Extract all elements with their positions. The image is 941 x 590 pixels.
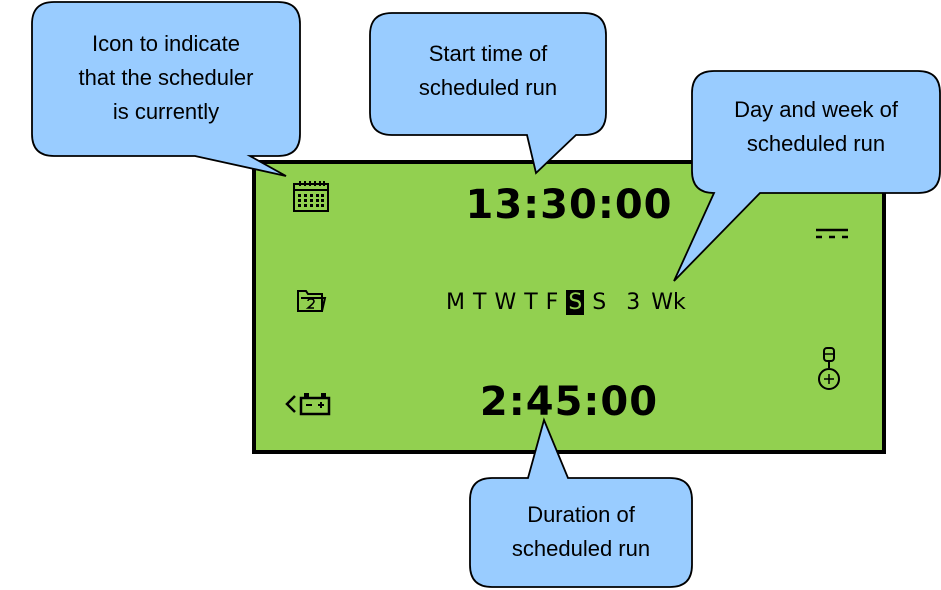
callout-duration-text: Duration of scheduled run bbox=[470, 498, 692, 566]
start-time: 13:30:00 bbox=[465, 182, 673, 228]
day-friday: F bbox=[545, 290, 559, 315]
callout-scheduler-icon-shape bbox=[31, 1, 301, 177]
duration: 2:45:00 bbox=[479, 379, 659, 425]
callout-line: Icon to indicate bbox=[92, 31, 240, 56]
callout-line: scheduled run bbox=[746, 131, 886, 156]
generator-icon bbox=[818, 347, 840, 390]
lcd-display: 13:30:00 M T W T F S S 3 Wk 2:45:00 bbox=[252, 160, 886, 454]
callout-line: that the scheduler bbox=[78, 65, 254, 90]
day-wednesday: W bbox=[494, 290, 517, 315]
callout-start-time-shape bbox=[369, 12, 607, 175]
day-monday: M bbox=[446, 290, 465, 315]
callout-line: scheduled run bbox=[511, 536, 651, 561]
day-sunday: S bbox=[592, 290, 607, 315]
days-week-row: M T W T F S S 3 Wk bbox=[446, 290, 686, 315]
callout-scheduler-icon-text: Icon to indicate that the scheduler is c… bbox=[32, 27, 300, 129]
week-unit: Wk bbox=[651, 290, 686, 315]
week-number: 3 bbox=[626, 290, 641, 315]
callout-line: Day and week of bbox=[734, 97, 898, 122]
callout-day-week-shape bbox=[673, 70, 941, 282]
callout-start-time-text: Start time of scheduled run bbox=[370, 37, 606, 105]
dc-symbol-icon bbox=[816, 228, 848, 239]
callout-day-week-text: Day and week of scheduled run bbox=[692, 93, 940, 161]
day-tuesday: T bbox=[472, 290, 487, 315]
battery-icon bbox=[285, 393, 331, 416]
day-thursday: T bbox=[524, 290, 538, 315]
callout-line: scheduled run bbox=[418, 75, 558, 100]
day-saturday-selected: S bbox=[566, 290, 585, 315]
callout-line: Start time of bbox=[428, 41, 548, 66]
callout-duration-shape bbox=[469, 417, 693, 588]
folder-2-icon bbox=[297, 290, 327, 312]
calendar-icon bbox=[293, 181, 329, 212]
callout-line: Duration of bbox=[527, 502, 635, 527]
callout-line: is currently bbox=[112, 99, 220, 124]
